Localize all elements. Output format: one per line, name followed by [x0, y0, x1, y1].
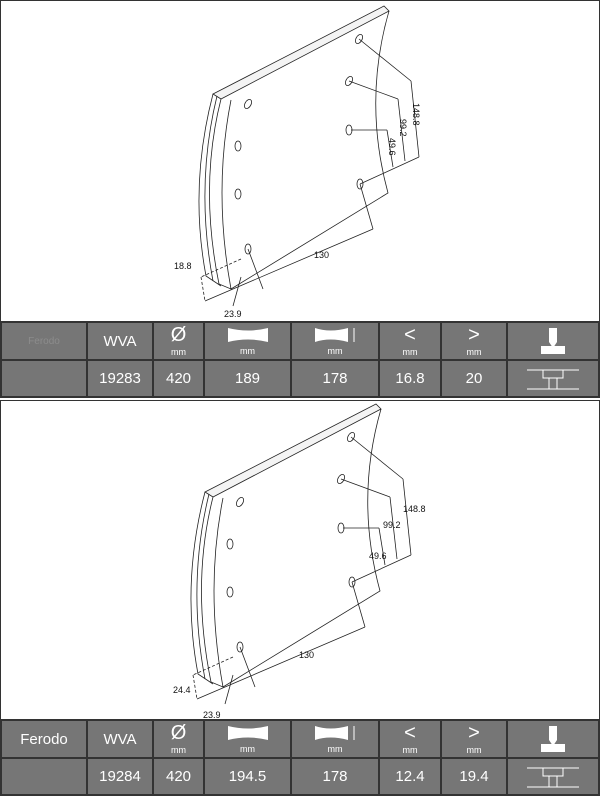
- unit-label: mm: [240, 345, 255, 356]
- dim-label: 130: [299, 650, 314, 660]
- width-value: 189: [203, 359, 292, 398]
- shoe-height-icon: [315, 725, 355, 740]
- brand-value: [0, 757, 88, 796]
- unit-label: mm: [171, 347, 186, 357]
- width-header: mm: [203, 719, 292, 759]
- wva-header: WVA: [86, 321, 154, 361]
- drill-icon: [541, 328, 565, 354]
- dim-label: 99.2: [398, 119, 408, 137]
- unit-label: mm: [466, 347, 482, 357]
- dim-label: 49.6: [387, 138, 397, 156]
- width-value: 194.5: [203, 757, 292, 796]
- dim-label: 148.8: [403, 504, 426, 514]
- brand-cell: Ferodo: [0, 719, 88, 759]
- rivet-header: [506, 719, 600, 759]
- unit-label: mm: [402, 347, 418, 357]
- min-thickness-value: 12.4: [378, 757, 442, 796]
- rivet-type: [506, 359, 600, 398]
- min-thickness-value: 16.8: [378, 359, 442, 398]
- shoe-width-icon: [227, 327, 268, 342]
- height-value: 178: [290, 359, 380, 398]
- max-thickness-value: 20: [440, 359, 508, 398]
- diameter-icon: Ø: [170, 324, 187, 346]
- drawing-panel-2: 148.8 99.2 49.6 130 24.4 23.9: [0, 400, 600, 720]
- width-header: mm: [203, 321, 292, 361]
- max-thickness-header: >mm: [440, 321, 508, 361]
- greater-than-icon: >: [468, 324, 480, 346]
- dim-label: 23.9: [203, 710, 221, 719]
- brand-value: [0, 359, 88, 398]
- max-thickness-header: >mm: [440, 719, 508, 759]
- min-thickness-header: <mm: [378, 321, 442, 361]
- brake-shoe-drawing: 148.8 99.2 49.6 130 18.8 23.9: [174, 5, 421, 319]
- diameter-value: 420: [152, 757, 205, 796]
- max-thickness-value: 19.4: [440, 757, 508, 796]
- dim-label: 99.2: [383, 520, 401, 530]
- rivet-icon: [527, 369, 579, 389]
- shoe-height-icon: [315, 327, 355, 342]
- dim-label: 130: [314, 250, 329, 260]
- rivet-icon: [527, 767, 579, 787]
- less-than-icon: <: [404, 324, 416, 346]
- unit-label: mm: [327, 345, 343, 356]
- greater-than-icon: >: [468, 722, 480, 744]
- dim-label: 18.8: [174, 261, 192, 271]
- brand-cell: Ferodo: [0, 321, 88, 361]
- diameter-value: 420: [152, 359, 205, 398]
- brake-shoe-drawing: 148.8 99.2 49.6 130 24.4 23.9: [173, 403, 426, 719]
- wva-value: 19283: [86, 359, 154, 398]
- diameter-icon: Ø: [170, 722, 187, 744]
- height-value: 178: [290, 757, 380, 796]
- dim-label: 23.9: [224, 309, 242, 319]
- min-thickness-header: <mm: [378, 719, 442, 759]
- drill-icon: [541, 726, 565, 752]
- height-header: mm: [290, 719, 380, 759]
- wva-header: WVA: [86, 719, 154, 759]
- height-header: mm: [290, 321, 380, 361]
- dim-label: 148.8: [411, 103, 421, 126]
- unit-label: mm: [402, 745, 418, 755]
- unit-label: mm: [327, 743, 343, 754]
- less-than-icon: <: [404, 722, 416, 744]
- unit-label: mm: [240, 743, 255, 754]
- dim-label: 24.4: [173, 685, 191, 695]
- shoe-width-icon: [227, 725, 268, 740]
- rivet-type: [506, 757, 600, 796]
- unit-label: mm: [171, 745, 186, 755]
- dim-label: 49.6: [369, 551, 387, 561]
- unit-label: mm: [466, 745, 482, 755]
- rivet-header: [506, 321, 600, 361]
- drawing-panel-1: 148.8 99.2 49.6 130 18.8 23.9: [0, 0, 600, 322]
- wva-value: 19284: [86, 757, 154, 796]
